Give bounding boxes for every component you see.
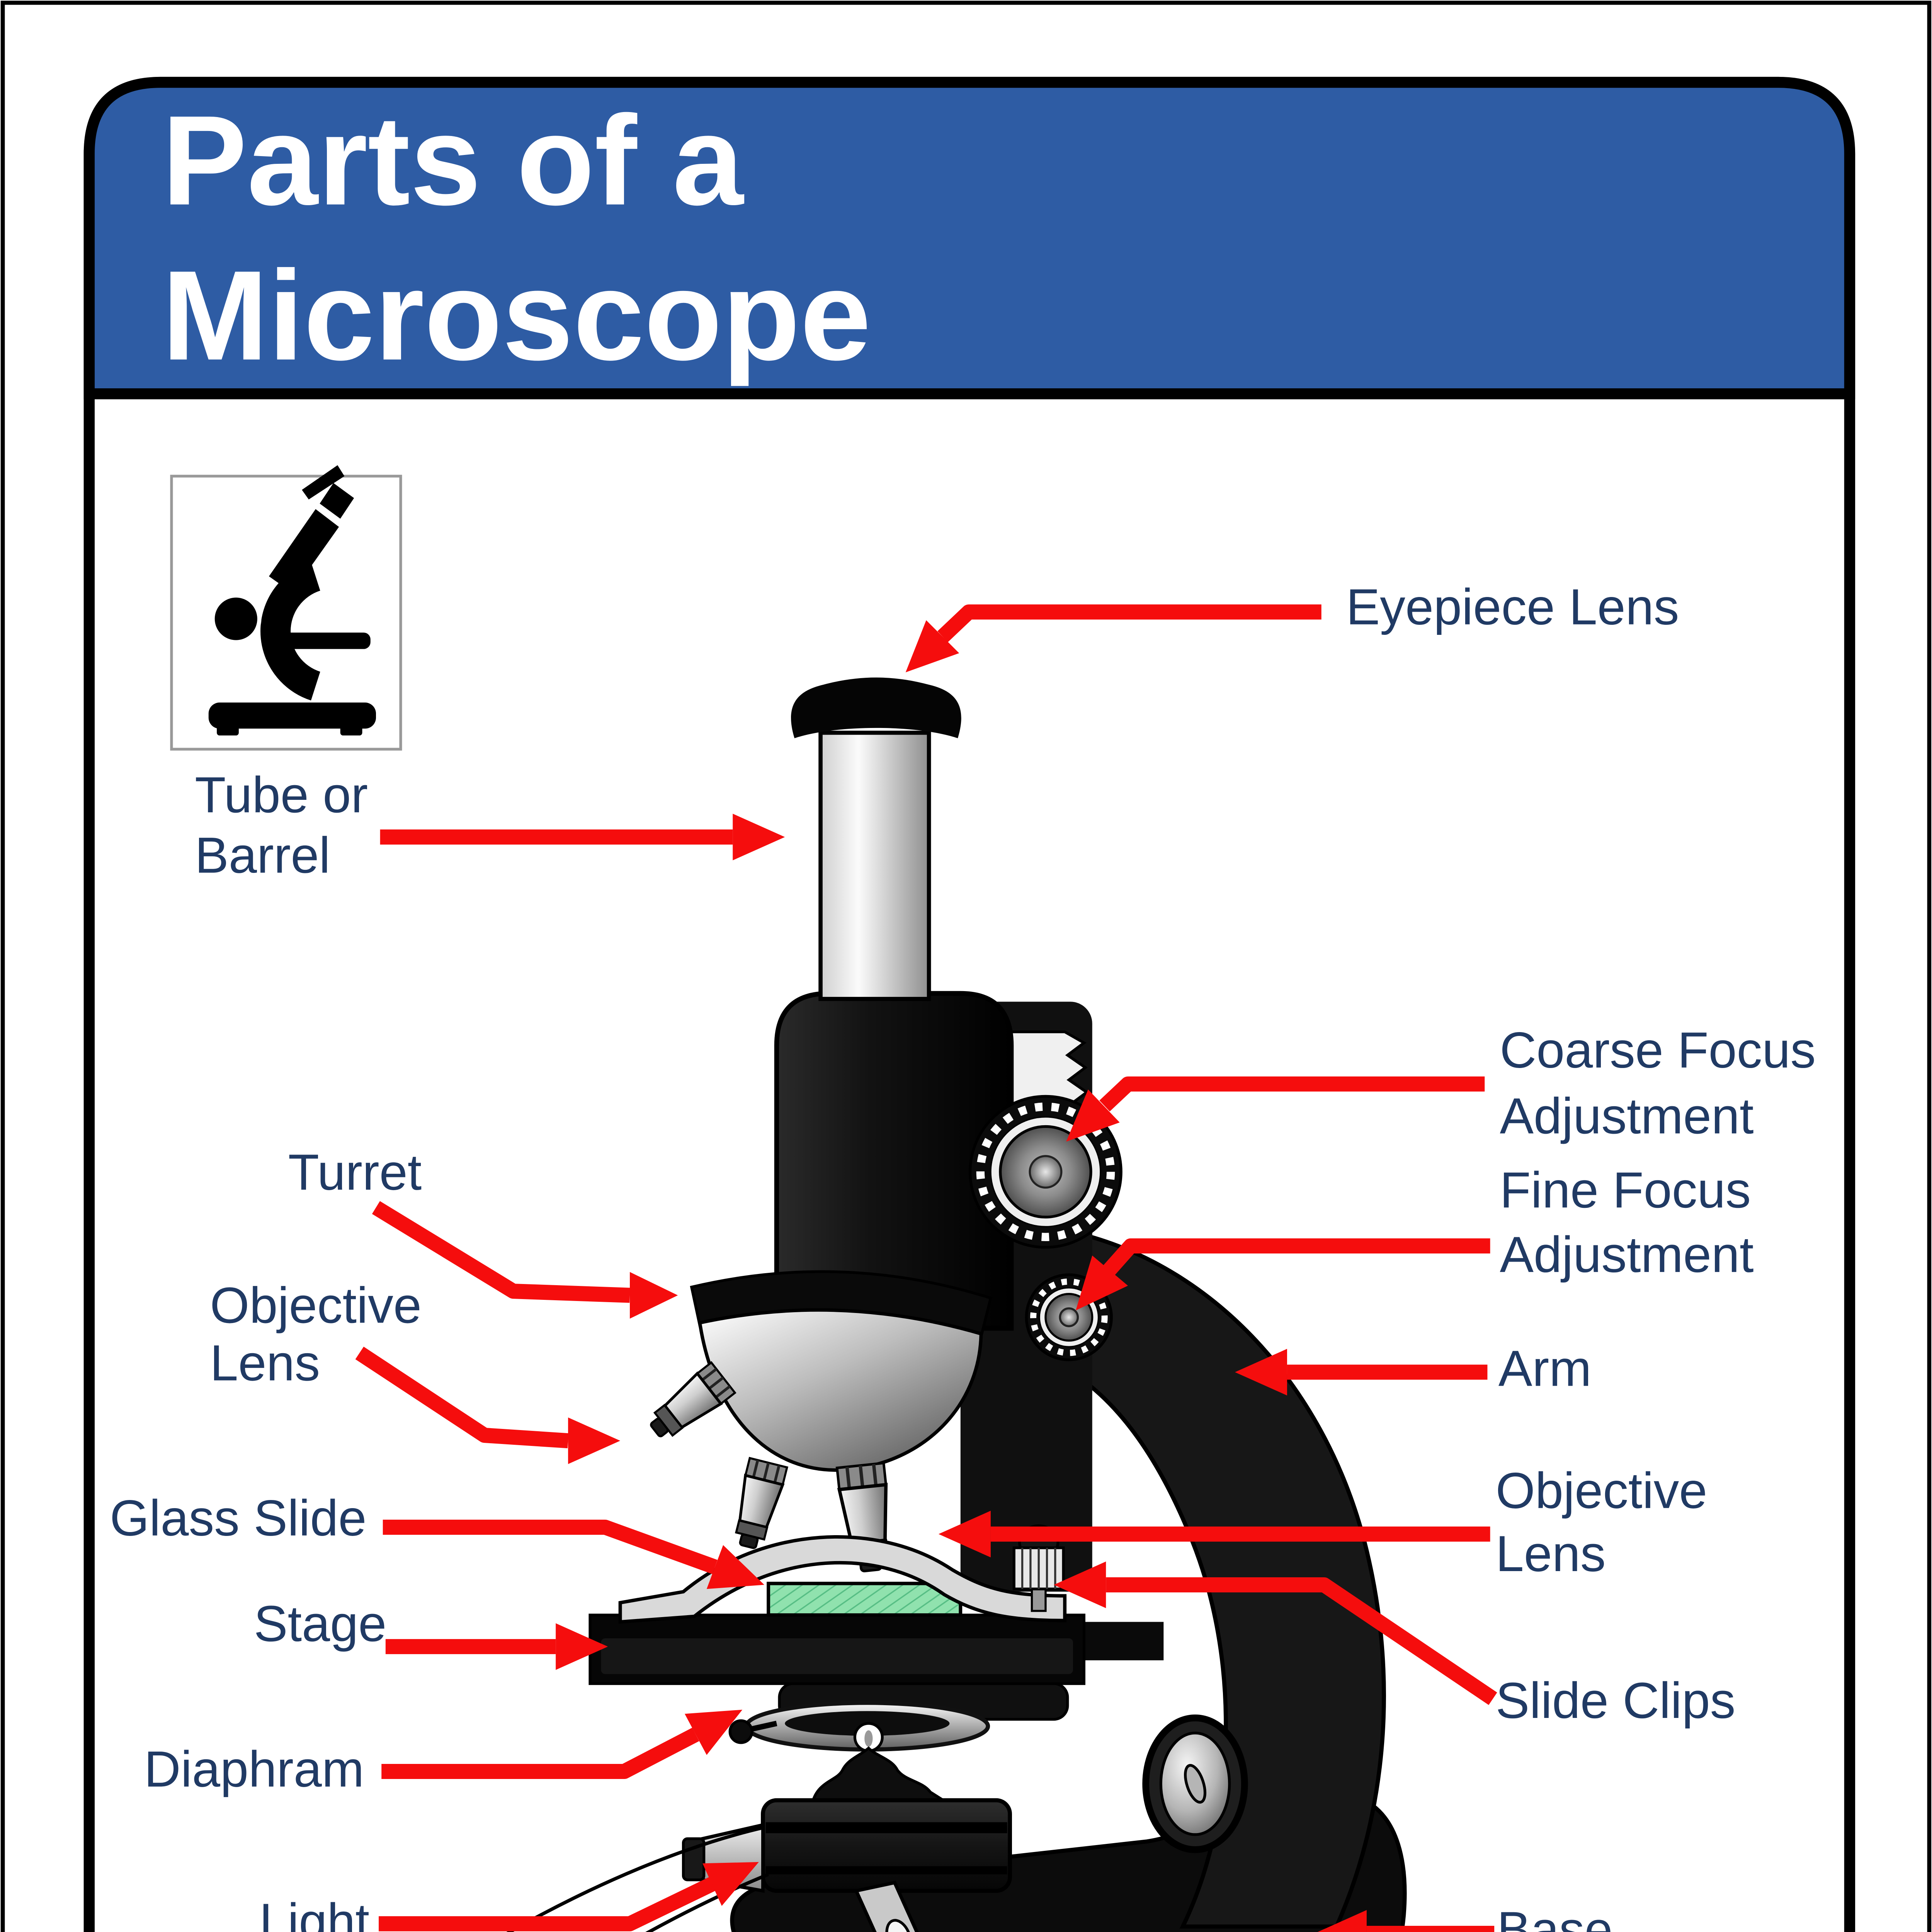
stage-tab xyxy=(1073,1622,1164,1660)
diaphragm-stem xyxy=(751,1721,777,1732)
part-objective-lens-left xyxy=(650,1361,736,1437)
part-tube xyxy=(818,730,931,1001)
label-coarse-focus-line1: Coarse Focus xyxy=(1500,1022,1816,1078)
light-band-lower xyxy=(765,1866,1007,1874)
part-stage xyxy=(588,1614,1164,1685)
part-eyepiece xyxy=(791,677,961,738)
label-coarse-focus-line2: Adjustment xyxy=(1500,1087,1753,1144)
part-objective-lens-middle xyxy=(735,1457,789,1549)
label-slide-clips: Slide Clips xyxy=(1496,1672,1736,1729)
label-stage: Stage xyxy=(254,1595,386,1652)
page-title-line1: Parts of a xyxy=(162,89,744,231)
label-base: Base xyxy=(1497,1901,1612,1932)
icon-cap xyxy=(302,465,345,500)
icon-base xyxy=(208,702,376,729)
label-fine-focus-line2: Adjustment xyxy=(1500,1226,1753,1283)
part-clip-bolt xyxy=(1012,1524,1065,1612)
part-inclination-knob xyxy=(1142,1714,1248,1853)
label-objective-left-line1: Objective xyxy=(210,1277,422,1333)
part-turret xyxy=(698,1308,983,1472)
label-diaphram: Diaphram xyxy=(144,1741,364,1798)
objective-nose xyxy=(739,1533,759,1549)
light-dome xyxy=(810,1746,950,1804)
diaphragm-knob xyxy=(728,1719,753,1744)
label-objective-left-line2: Lens xyxy=(210,1334,320,1391)
arrow-eyepiece-lens xyxy=(905,604,1321,673)
arrow-objective-lens-right xyxy=(938,1510,1490,1558)
arrow-turret xyxy=(372,1201,678,1319)
label-tube-line1: Tube or xyxy=(195,766,368,823)
light-nub-slot xyxy=(864,1730,873,1747)
icon-stage xyxy=(280,633,371,649)
label-fine-focus-line1: Fine Focus xyxy=(1500,1162,1751,1218)
leader-arrows xyxy=(355,604,1497,1932)
label-objective-right-line2: Lens xyxy=(1496,1525,1606,1582)
label-objective-right-line1: Objective xyxy=(1496,1462,1708,1519)
label-eyepiece-lens: Eyepiece Lens xyxy=(1346,578,1679,635)
icon-tube xyxy=(269,509,339,593)
arrow-tube-or-barrel xyxy=(380,813,785,861)
label-light: Light xyxy=(259,1893,369,1932)
arrow-stage xyxy=(385,1623,608,1670)
part-labels: Eyepiece Lens Tube or Barrel Coarse Focu… xyxy=(110,578,1816,1932)
icon-foot-right xyxy=(340,726,362,736)
icon-knob xyxy=(211,593,262,645)
arrow-objective-lens-left xyxy=(355,1347,621,1464)
label-arm: Arm xyxy=(1498,1340,1592,1397)
microscope-icon xyxy=(170,465,402,751)
light-hinge xyxy=(854,1881,919,1932)
part-coarse-focus-knob xyxy=(969,1095,1122,1249)
icon-foot-left xyxy=(217,726,239,736)
arrow-glass-slide xyxy=(383,1519,764,1589)
arrow-diaphram xyxy=(381,1709,743,1779)
arrow-base xyxy=(1317,1910,1495,1932)
page-title-line2: Microscope xyxy=(162,244,871,387)
arrow-light xyxy=(379,1862,759,1932)
arrow-arm xyxy=(1235,1349,1488,1396)
label-turret: Turret xyxy=(288,1144,422,1201)
icon-arm xyxy=(260,562,321,701)
part-barrel xyxy=(774,991,1014,1331)
joint-slit xyxy=(1184,1764,1207,1804)
label-tube-line2: Barrel xyxy=(195,827,330,884)
part-slide-clip xyxy=(618,1535,1067,1624)
light-band-upper xyxy=(765,1822,1007,1833)
icon-eyepiece xyxy=(320,483,354,519)
arrow-coarse-focus xyxy=(1066,1076,1485,1142)
objective-nose xyxy=(650,1417,669,1437)
arrow-fine-focus xyxy=(1076,1238,1490,1311)
microscope-illustration xyxy=(506,677,1407,1932)
light-hinge-hole xyxy=(885,1919,912,1932)
label-glass-slide: Glass Slide xyxy=(110,1490,366,1546)
arrow-slide-clips xyxy=(1054,1561,1497,1705)
header-band xyxy=(83,77,1855,400)
light-housing xyxy=(761,1798,1012,1893)
